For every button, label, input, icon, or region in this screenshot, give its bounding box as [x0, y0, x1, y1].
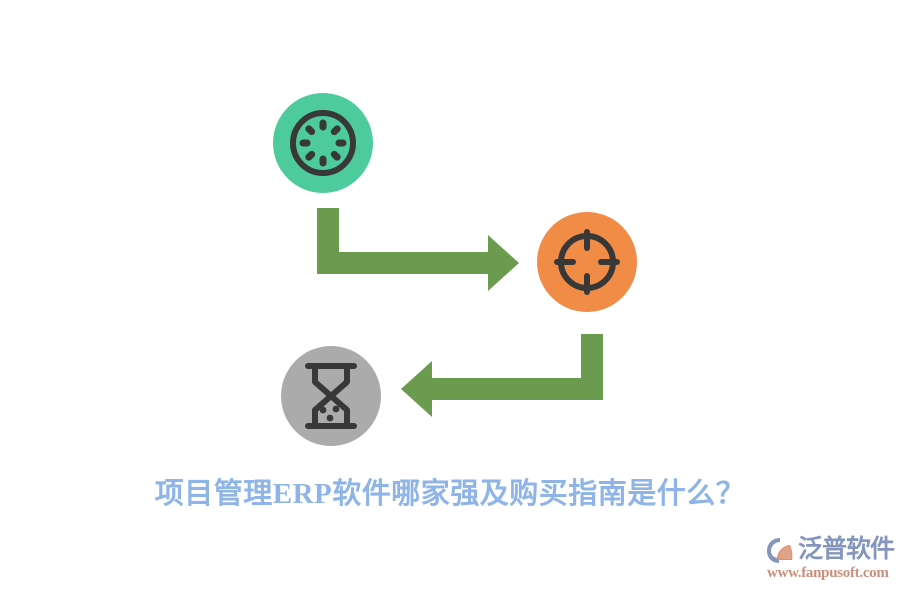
crosshair-target-icon	[554, 229, 620, 295]
arrow-target-to-hourglass	[401, 334, 603, 417]
watermark-url: www.fanpusoft.com	[767, 565, 889, 581]
fanpu-logo-icon	[767, 538, 793, 563]
watermark-brand-name: 泛普软件	[798, 536, 895, 563]
diagram-node-target	[537, 212, 637, 312]
diagram-node-hourglass	[281, 346, 381, 446]
watermark: 泛普软件 www.fanpusoft.com	[766, 533, 896, 591]
arrow-loading-to-target	[317, 208, 519, 291]
loading-spinner-icon	[290, 110, 356, 176]
diagram-node-loading	[273, 93, 373, 193]
hourglass-icon	[305, 363, 357, 429]
watermark-brand-row: 泛普软件	[766, 533, 896, 567]
page-title: 项目管理ERP软件哪家强及购买指南是什么？	[154, 478, 746, 510]
